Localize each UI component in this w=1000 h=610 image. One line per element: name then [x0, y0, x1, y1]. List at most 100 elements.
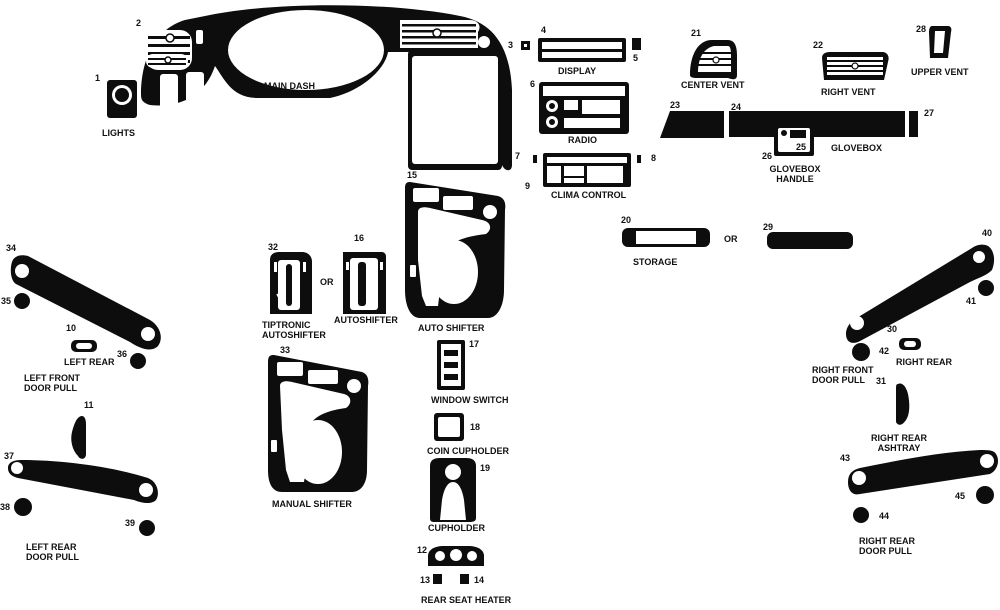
label-auto-shifter: AUTO SHIFTER [418, 323, 485, 333]
cupholder-piece [430, 458, 476, 522]
label-storage: STORAGE [633, 257, 678, 267]
display-piece [521, 38, 641, 62]
part-number-6: 6 [530, 79, 536, 89]
label-right-front-door-pull-line1: RIGHT FRONT [812, 365, 874, 375]
part-number-15: 15 [407, 170, 418, 180]
part-number-37: 37 [4, 451, 15, 461]
label-tiptronic-line1: TIPTRONIC [262, 320, 311, 330]
label-right-rear: RIGHT REAR [896, 357, 952, 367]
label-glovebox-handle-line1: GLOVEBOX [769, 164, 821, 174]
part-number-43: 43 [840, 453, 851, 463]
label-center-vent: CENTER VENT [681, 80, 745, 90]
part-number-33: 33 [280, 345, 291, 355]
label-right-front-door-pull: RIGHT FRONT DOOR PULL [812, 365, 874, 385]
label-left-front-door-pull: LEFT FRONT DOOR PULL [24, 373, 80, 393]
label-or-storage: OR [724, 234, 738, 244]
radio-piece [539, 82, 629, 134]
left-rear-piece [71, 340, 97, 352]
part-number-14: 14 [474, 575, 485, 585]
part-number-38: 38 [0, 502, 11, 512]
label-lights: LIGHTS [102, 128, 135, 138]
label-coin-cupholder: COIN CUPHOLDER [427, 446, 510, 456]
part-number-16: 16 [354, 233, 365, 243]
upper-vent-piece [929, 26, 952, 58]
part-number-21: 21 [691, 28, 702, 38]
part-number-5: 5 [633, 53, 639, 63]
label-left-rear-door-pull-line2: DOOR PULL [26, 552, 79, 562]
auto-shifter-piece [405, 182, 506, 318]
label-rear-seat-heater: REAR SEAT HEATER [421, 595, 512, 605]
label-glovebox-handle-line2: HANDLE [776, 174, 814, 184]
part-number-39: 39 [125, 518, 136, 528]
part-number-24: 24 [731, 102, 742, 112]
part-number-22: 22 [813, 40, 824, 50]
part-number-28: 28 [916, 24, 927, 34]
label-cupholder: CUPHOLDER [428, 523, 486, 533]
label-autoshifter: AUTOSHIFTER [334, 315, 398, 325]
part-number-4: 4 [541, 25, 547, 35]
label-right-rear-ashtray: RIGHT REAR ASHTRAY [866, 433, 932, 453]
part-number-13: 13 [420, 575, 431, 585]
label-glovebox: GLOVEBOX [831, 143, 883, 153]
part-number-3: 3 [508, 40, 514, 50]
part-number-10: 10 [66, 323, 77, 333]
part-number-25: 25 [796, 142, 807, 152]
part-number-26: 26 [762, 151, 773, 161]
part-number-30: 30 [887, 324, 898, 334]
label-tiptronic-line2: AUTOSHIFTER [262, 330, 326, 340]
left-rear-handle-piece [71, 416, 86, 459]
rear-seat-heater-piece [428, 546, 484, 584]
lights-piece [107, 80, 137, 118]
center-vent-piece [690, 40, 737, 80]
part-number-11: 11 [84, 400, 94, 410]
part-number-44: 44 [879, 511, 890, 521]
right-vent-piece [822, 52, 889, 80]
label-right-front-door-pull-line2: DOOR PULL [812, 375, 865, 385]
autoshifter-piece [343, 252, 386, 314]
label-main-dash: MAIN DASH [264, 81, 315, 91]
main-dash-piece [141, 5, 512, 171]
label-clima-control: CLIMA CONTROL [551, 190, 627, 200]
part-number-34: 34 [6, 243, 17, 253]
part-number-36: 36 [117, 349, 128, 359]
label-upper-vent: UPPER VENT [911, 67, 969, 77]
label-display: DISPLAY [558, 66, 597, 76]
manual-shifter-piece [268, 355, 369, 492]
part-number-2: 2 [136, 18, 142, 28]
part-number-23: 23 [670, 100, 681, 110]
label-manual-shifter: MANUAL SHIFTER [272, 499, 352, 509]
label-left-front-door-pull-line2: DOOR PULL [24, 383, 77, 393]
storage-piece [622, 228, 853, 249]
part-number-31: 31 [876, 376, 887, 386]
part-number-40: 40 [982, 228, 993, 238]
part-number-9: 9 [525, 181, 531, 191]
label-left-front-door-pull-line1: LEFT FRONT [24, 373, 80, 383]
label-radio: RADIO [568, 135, 597, 145]
part-number-27: 27 [924, 108, 935, 118]
part-number-1: 1 [95, 73, 101, 83]
right-rear-piece [899, 338, 921, 350]
label-left-rear: LEFT REAR [64, 357, 115, 367]
glovebox-piece [660, 111, 918, 156]
part-number-32: 32 [268, 242, 279, 252]
label-right-vent: RIGHT VENT [821, 87, 876, 97]
label-right-rear-ashtray-line2: ASHTRAY [877, 443, 921, 453]
label-left-rear-door-pull-line1: LEFT REAR [26, 542, 77, 552]
label-left-rear-door-pull: LEFT REAR DOOR PULL [26, 542, 79, 562]
left-rear-door-pull-piece [8, 460, 158, 536]
label-glovebox-handle: GLOVEBOX HANDLE [768, 164, 822, 184]
label-window-switch: WINDOW SWITCH [431, 395, 509, 405]
label-or-shifter: OR [320, 277, 334, 287]
label-right-rear-door-pull: RIGHT REAR DOOR PULL [859, 536, 915, 556]
part-number-45: 45 [955, 491, 966, 501]
right-rear-door-pull-piece [848, 450, 998, 523]
part-number-18: 18 [470, 422, 481, 432]
label-right-rear-door-pull-line1: RIGHT REAR [859, 536, 915, 546]
label-tiptronic-autoshifter: TIPTRONIC AUTOSHIFTER [262, 320, 326, 340]
part-number-20: 20 [621, 215, 632, 225]
part-number-41: 41 [966, 296, 977, 306]
label-right-rear-ashtray-line1: RIGHT REAR [871, 433, 927, 443]
part-number-29: 29 [763, 222, 774, 232]
part-number-12: 12 [417, 545, 428, 555]
